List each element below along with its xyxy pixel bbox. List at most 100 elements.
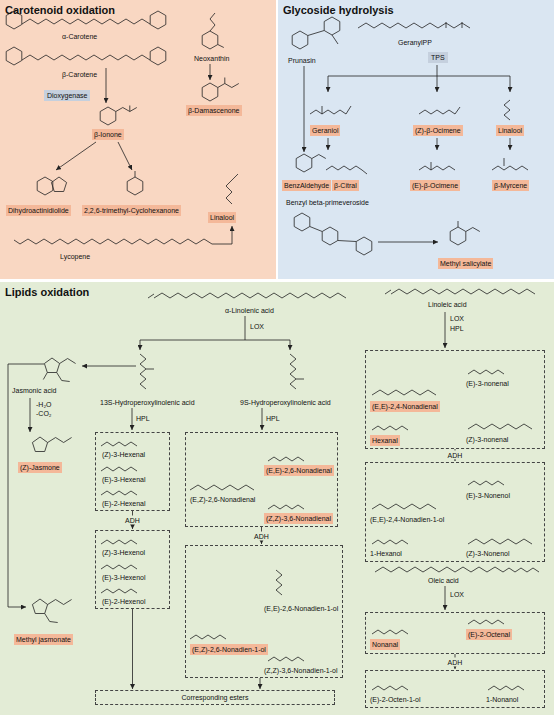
text-label: Jasmonic acid bbox=[12, 386, 56, 395]
compound-box: Linalool bbox=[208, 212, 236, 223]
compound-name: (E)-2-Octen-1-ol bbox=[370, 695, 421, 704]
compound-box: (E,E)-2,6-Nonadienal bbox=[264, 465, 334, 476]
compound-name: Methyl jasmonate bbox=[16, 635, 71, 644]
compound-name: (E,Z)-2,6-Nonadienal bbox=[190, 495, 255, 504]
dashed-group: (E,E)-2,6-Nonadien-1-ol(Z,Z)-3,6-Nonadie… bbox=[185, 545, 343, 678]
compound-box: Hexanal bbox=[370, 435, 400, 446]
compound-name: (E)-3-Hexenal bbox=[102, 475, 146, 484]
panel-band: Lipids oxidation (Z)-Jasmone (Z)-3-Hexenal… bbox=[0, 282, 554, 715]
text-label: -H₂O bbox=[36, 400, 52, 409]
text-label: GeranylPP bbox=[398, 38, 432, 47]
text-label: β-Carotene bbox=[62, 70, 97, 79]
panel-title: Carotenoid oxidation bbox=[5, 4, 115, 17]
dashed-group: (E)-2-Octen-1-ol 1-Nonanol bbox=[365, 670, 545, 708]
carotenoid-structures bbox=[0, 0, 276, 279]
compound-box: β-Damascenone bbox=[186, 105, 242, 116]
compound-name: (E)-3-Hexenol bbox=[102, 573, 146, 582]
compound-box: Methyl jasmonate bbox=[14, 634, 73, 645]
text-label: 13S-Hydroperoxylinolenic acid bbox=[100, 398, 195, 407]
compound-box: Geraniol bbox=[310, 125, 340, 136]
connector-arrow bbox=[132, 609, 133, 689]
text-label: Oleic acid bbox=[428, 576, 459, 585]
compound-name: (E,E)-2,4-Nonadien-1-ol bbox=[370, 515, 444, 524]
text-label: Benzyl beta-primeveroside bbox=[286, 198, 369, 207]
edge-label: ADH bbox=[253, 531, 270, 540]
compound-name: Corresponding esters bbox=[100, 693, 330, 702]
text-label: α-Linolenic acid bbox=[225, 306, 274, 315]
text-label: HPL bbox=[266, 414, 280, 423]
text-label: α-Carotene bbox=[62, 32, 97, 41]
dashed-group: (E)-3-nonenal (Z)-3-nonenal (E,E)-2,4-Nona… bbox=[365, 350, 545, 449]
compound-box: Nonanal bbox=[370, 639, 400, 650]
compound-box: (Z)-β-Ocimene bbox=[413, 125, 463, 136]
compound-name: Hexanal bbox=[372, 436, 398, 445]
text-label: -CO₂ bbox=[36, 409, 52, 418]
compound-box: Linalool bbox=[496, 125, 524, 136]
compound-name: (E)-2-Hexenol bbox=[102, 597, 146, 606]
compound-name: (Z)-3-Hexenol bbox=[102, 548, 145, 557]
compound-name: (Z)-3-Hexenal bbox=[102, 450, 145, 459]
compound-name: Dihydroactinidiolide bbox=[8, 206, 69, 215]
text-label: Prunasin bbox=[288, 56, 316, 65]
text-label: LOX bbox=[450, 314, 464, 323]
compound-box: β-Ionone bbox=[92, 129, 124, 140]
dashed-group: Nonanal (E)-2-Octenal bbox=[365, 612, 545, 654]
compound-name: β-Citral bbox=[334, 181, 357, 190]
compound-name: Linalool bbox=[210, 213, 234, 222]
compound-box: β-Citral bbox=[332, 180, 359, 191]
compound-name: (E)-3-Nonenol bbox=[466, 491, 510, 500]
dashed-group: (Z)-3-Hexenal (E)-3-Hexenal (E)-2-Hexenal bbox=[95, 432, 170, 511]
text-label: 9S-Hydroperoxylinolenic acid bbox=[240, 398, 331, 407]
compound-name: (E)-3-nonenal bbox=[466, 379, 509, 388]
compound-name: (E,E)-2,6-Nonadienal bbox=[266, 466, 332, 475]
text-label: Lycopene bbox=[60, 252, 90, 261]
compound-name: (Z,Z)-3,6-Nonadien-1-ol bbox=[264, 666, 338, 675]
compound-name: 1-Hexanol bbox=[370, 549, 402, 558]
edge-label: ADH bbox=[447, 657, 464, 666]
compound-box: β-Myrcene bbox=[492, 180, 529, 191]
text-label: LOX bbox=[450, 590, 464, 599]
text-label: Linoleic acid bbox=[428, 300, 467, 309]
compound-name: Dioxygenase bbox=[47, 91, 87, 100]
compound-box: Dihydroactinidiolide bbox=[6, 205, 71, 216]
compound-box: (Z,Z)-3,6-Nonadienal bbox=[264, 513, 333, 524]
dashed-group: (Z)-3-Hexenol (E)-3-Hexenol (E)-2-Hexenol bbox=[95, 530, 170, 609]
compound-name: (E)-2-Hexenal bbox=[102, 499, 146, 508]
compound-name: β-Damascenone bbox=[188, 106, 240, 115]
dashed-box: Corresponding esters bbox=[95, 690, 335, 705]
connector-arrow bbox=[260, 678, 261, 689]
compound-name: (E,E)-2,4-Nonadienal bbox=[372, 402, 438, 411]
compound-name: 2,2,6-trimethyl-Cyclohexanone bbox=[84, 206, 179, 215]
panel-band: Glycoside hydrolysisTPS Geraniol (Z)-β-Oci… bbox=[278, 0, 554, 279]
compound-name: (Z)-β-Ocimene bbox=[415, 126, 461, 135]
compound-name: (E)-β-Ocimene bbox=[412, 181, 458, 190]
panel-title: Lipids oxidation bbox=[5, 286, 89, 299]
text-label: LOX bbox=[250, 322, 264, 331]
compound-box: 2,2,6-trimethyl-Cyclohexanone bbox=[82, 205, 181, 216]
compound-box: (Z)-Jasmone bbox=[18, 462, 62, 473]
compound-box: BenzAldehyde bbox=[282, 180, 331, 191]
compound-name: (E)-2-Octenal bbox=[468, 630, 510, 639]
text-label: HPL bbox=[136, 414, 150, 423]
compound-name: TPS bbox=[431, 53, 445, 62]
compound-name: 1-Nonanol bbox=[486, 695, 518, 704]
text-label: HPL bbox=[450, 324, 464, 333]
compound-name: (Z)-3-Nonenol bbox=[466, 549, 510, 558]
compound-name: Linalool bbox=[498, 126, 522, 135]
compound-name: (Z)-Jasmone bbox=[20, 463, 60, 472]
dashed-group: (E,Z)-2,6-Nonadienal (E,E)-2,6-Nonadienal… bbox=[185, 432, 338, 527]
text-label: Neoxanthin bbox=[194, 54, 229, 63]
compound-name: β-Ionone bbox=[94, 130, 122, 139]
compound-box: (E)-β-Ocimene bbox=[410, 180, 460, 191]
compound-name: Methyl salicylate bbox=[440, 259, 491, 268]
compound-name: Nonanal bbox=[372, 640, 398, 649]
compound-box: (E,E)-2,4-Nonadienal bbox=[370, 401, 440, 412]
compound-box: Methyl salicylate bbox=[438, 258, 493, 269]
compound-name: (E,Z)-2,6-Nonadien-1-ol bbox=[192, 645, 266, 654]
panel-band: Carotenoid oxidationDioxygenase β-Damasce… bbox=[0, 0, 276, 279]
enzyme-box: Dioxygenase bbox=[44, 90, 90, 101]
compound-name: (Z)-3-nonenal bbox=[466, 435, 508, 444]
dashed-group: (E,E)-2,4-Nonadien-1-ol (E)-3-Nonenol 1-He… bbox=[365, 462, 545, 562]
panel-title: Glycoside hydrolysis bbox=[283, 4, 394, 17]
